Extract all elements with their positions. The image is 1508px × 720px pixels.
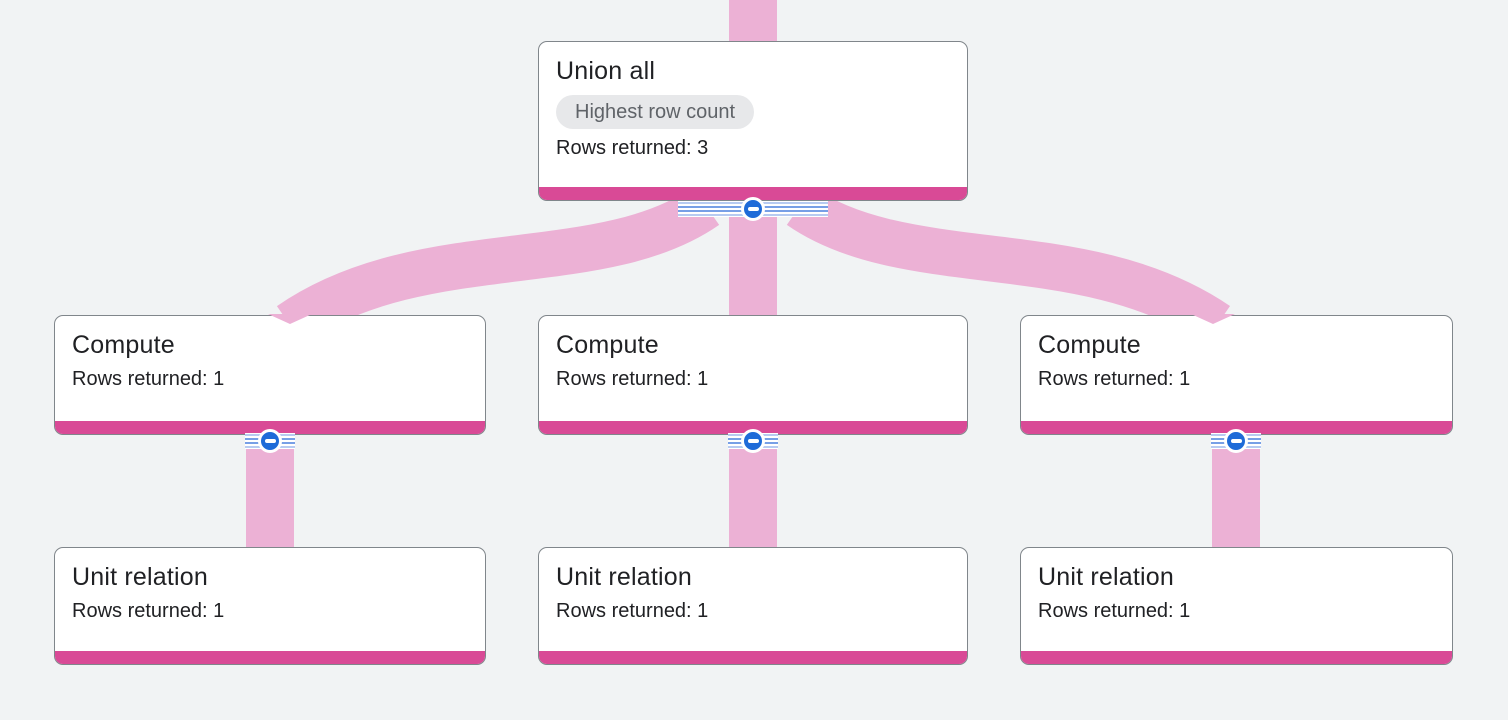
minus-icon [264,439,276,443]
collapse-compute-1-button[interactable] [258,429,282,453]
collapse-compute-2-button[interactable] [741,429,765,453]
connector-bar-compute-3 [1211,429,1261,453]
node-title: Unit relation [556,563,692,591]
node-accent-bar [55,651,485,664]
node-accent-bar [55,421,485,434]
node-title: Unit relation [1038,563,1174,591]
edge-union-to-compute-3 [786,186,1231,345]
collapse-union-button[interactable] [741,197,765,221]
connector-bar-compute-2 [728,429,778,453]
node-accent-bar [1021,651,1452,664]
rows-returned-label: Rows returned: 1 [72,600,225,622]
node-accent-bar [539,651,967,664]
connector-bar-union [678,197,828,221]
node-accent-bar [1021,421,1452,434]
node-compute-1[interactable]: Compute Rows returned: 1 [54,315,486,435]
minus-icon [747,207,759,211]
minus-icon [747,439,759,443]
connector-bar-compute-1 [245,429,295,453]
node-title: Union all [556,57,656,85]
highest-row-count-badge: Highest row count [556,95,755,129]
rows-returned-label: Rows returned: 3 [556,137,709,159]
node-title: Compute [72,331,175,359]
rows-returned-label: Rows returned: 1 [556,600,709,622]
node-title: Compute [556,331,659,359]
node-unit-relation-1[interactable]: Unit relation Rows returned: 1 [54,547,486,665]
rows-returned-label: Rows returned: 1 [1038,368,1191,390]
node-accent-bar [539,421,967,434]
node-union-all[interactable]: Union all Highest row count Rows returne… [538,41,968,201]
rows-returned-label: Rows returned: 1 [556,368,709,390]
rows-returned-label: Rows returned: 1 [1038,600,1191,622]
node-compute-2[interactable]: Compute Rows returned: 1 [538,315,968,435]
edge-union-to-compute-1 [276,186,720,345]
minus-icon [1230,439,1242,443]
node-compute-3[interactable]: Compute Rows returned: 1 [1020,315,1453,435]
node-unit-relation-3[interactable]: Unit relation Rows returned: 1 [1020,547,1453,665]
node-title: Compute [1038,331,1141,359]
node-unit-relation-2[interactable]: Unit relation Rows returned: 1 [538,547,968,665]
rows-returned-label: Rows returned: 1 [72,368,225,390]
collapse-compute-3-button[interactable] [1224,429,1248,453]
node-title: Unit relation [72,563,208,591]
